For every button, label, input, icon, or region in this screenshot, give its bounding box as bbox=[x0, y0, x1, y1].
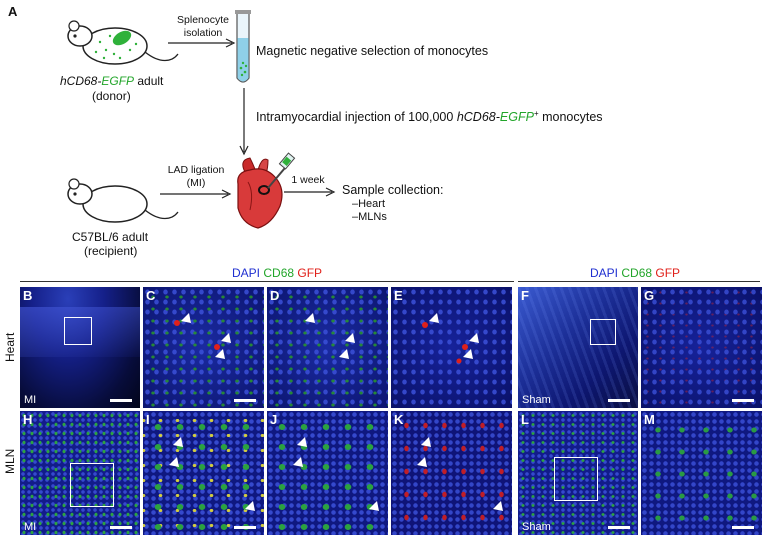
stain-cd68: CD68 bbox=[263, 266, 295, 280]
panel-label-f: F bbox=[521, 288, 529, 303]
panel-label-m: M bbox=[644, 412, 655, 427]
stain-header-sham: DAPI CD68 GFP bbox=[590, 266, 680, 280]
arrowheads-d bbox=[305, 313, 355, 359]
magnetic-selection-text: Magnetic negative selection of monocytes bbox=[256, 44, 489, 58]
header-divider-sham bbox=[518, 281, 760, 282]
scale-bar-m bbox=[732, 526, 754, 529]
lad-label-2: (MI) bbox=[186, 177, 206, 189]
donor-label-adult: adult bbox=[134, 74, 164, 88]
panel-label-d: D bbox=[270, 288, 280, 303]
injection-text-sup: + bbox=[533, 109, 539, 118]
stain-cd68-sham: CD68 bbox=[621, 266, 653, 280]
panel-label-h: H bbox=[23, 412, 33, 427]
micrograph-j: J bbox=[267, 411, 388, 535]
panel-label-e: E bbox=[394, 288, 403, 303]
micrograph-c: C bbox=[143, 287, 264, 408]
micrograph-k: K bbox=[391, 411, 512, 535]
donor-label-egfp: EGFP bbox=[101, 74, 135, 88]
scale-bar-g bbox=[732, 399, 754, 402]
micrograph-f: Sham F bbox=[518, 287, 638, 408]
condition-tag-h: MI bbox=[24, 521, 37, 533]
arrowheads-c bbox=[174, 313, 231, 359]
panel-label-g: G bbox=[644, 288, 655, 303]
scale-bar-i bbox=[234, 526, 256, 529]
inset-box-l bbox=[554, 457, 598, 501]
splenocyte-arrow bbox=[168, 38, 236, 48]
arrowheads-j bbox=[293, 437, 379, 511]
donor-label: hCD68-EGFP adult bbox=[60, 74, 163, 88]
splenocyte-label-2: isolation bbox=[183, 27, 223, 39]
injection-text-d: monocytes bbox=[538, 110, 603, 125]
condition-tag-l: Sham bbox=[522, 521, 551, 533]
micrograph-h: MI H bbox=[20, 411, 140, 535]
stain-dapi: DAPI bbox=[232, 266, 261, 280]
splenocyte-label-1: Splenocyte bbox=[177, 14, 229, 26]
inset-box-b bbox=[64, 317, 92, 345]
condition-tag-f: Sham bbox=[522, 394, 551, 406]
donor-label-role: (donor) bbox=[92, 89, 131, 103]
recipient-label-role: (recipient) bbox=[84, 244, 138, 258]
arrowheads-i bbox=[169, 437, 255, 511]
lad-label-1: LAD ligation bbox=[167, 164, 225, 176]
micrograph-e: E bbox=[391, 287, 512, 408]
panel-label-a: A bbox=[8, 4, 18, 19]
injection-text-a: Intramyocardial injection of 100,000 bbox=[256, 110, 457, 125]
donor-label-gene: hCD68- bbox=[60, 74, 102, 88]
recipient-label: C57BL/6 adult bbox=[72, 230, 149, 244]
scale-bar-l bbox=[608, 526, 630, 529]
stain-header-mi: DAPI CD68 GFP bbox=[232, 266, 322, 280]
donor-mouse-illustration bbox=[67, 20, 179, 65]
one-week-label: 1 week bbox=[291, 174, 325, 186]
scale-bar-c bbox=[234, 399, 256, 402]
sample-collection-title: Sample collection: bbox=[342, 183, 444, 197]
arrowheads-e bbox=[422, 313, 479, 364]
micrograph-g: G bbox=[641, 287, 762, 408]
inset-box-f bbox=[590, 319, 616, 345]
scale-bar-h bbox=[110, 526, 132, 529]
recipient-mouse-illustration bbox=[67, 178, 179, 223]
inset-box-h bbox=[70, 463, 114, 507]
panel-label-b: B bbox=[23, 288, 33, 303]
header-divider-mi bbox=[20, 281, 514, 282]
scale-bar-f bbox=[608, 399, 630, 402]
injection-text: Intramyocardial injection of 100,000 hCD… bbox=[256, 109, 603, 124]
micrograph-l: Sham L bbox=[518, 411, 638, 535]
sample-item-mlns: –MLNs bbox=[352, 211, 387, 223]
micrograph-i: I bbox=[143, 411, 264, 535]
panel-label-c: C bbox=[146, 288, 156, 303]
scale-bar-b bbox=[110, 399, 132, 402]
condition-tag-b: MI bbox=[24, 394, 37, 406]
panel-label-k: K bbox=[394, 412, 404, 427]
stain-dapi-sham: DAPI bbox=[590, 266, 619, 280]
injection-arrow bbox=[239, 88, 249, 156]
panel-label-j: J bbox=[270, 412, 278, 427]
panel-label-i: I bbox=[146, 412, 150, 427]
stain-gfp: GFP bbox=[297, 266, 323, 280]
one-week-arrow bbox=[284, 187, 336, 197]
micrograph-b: MI B bbox=[20, 287, 140, 408]
micrograph-m: M bbox=[641, 411, 762, 535]
micrograph-d: D bbox=[267, 287, 388, 408]
injection-text-gene: hCD68- bbox=[456, 110, 500, 125]
lad-arrow bbox=[160, 189, 232, 199]
row-label-mln: MLN bbox=[3, 448, 17, 474]
heart-syringe-illustration bbox=[237, 152, 296, 229]
sample-item-heart: –Heart bbox=[352, 198, 386, 210]
test-tube-icon bbox=[235, 10, 251, 83]
panel-label-l: L bbox=[521, 412, 529, 427]
injection-text-egfp: EGFP bbox=[499, 110, 534, 125]
row-label-heart: Heart bbox=[3, 332, 17, 362]
stain-gfp-sham: GFP bbox=[655, 266, 681, 280]
arrowheads-k bbox=[417, 437, 503, 511]
